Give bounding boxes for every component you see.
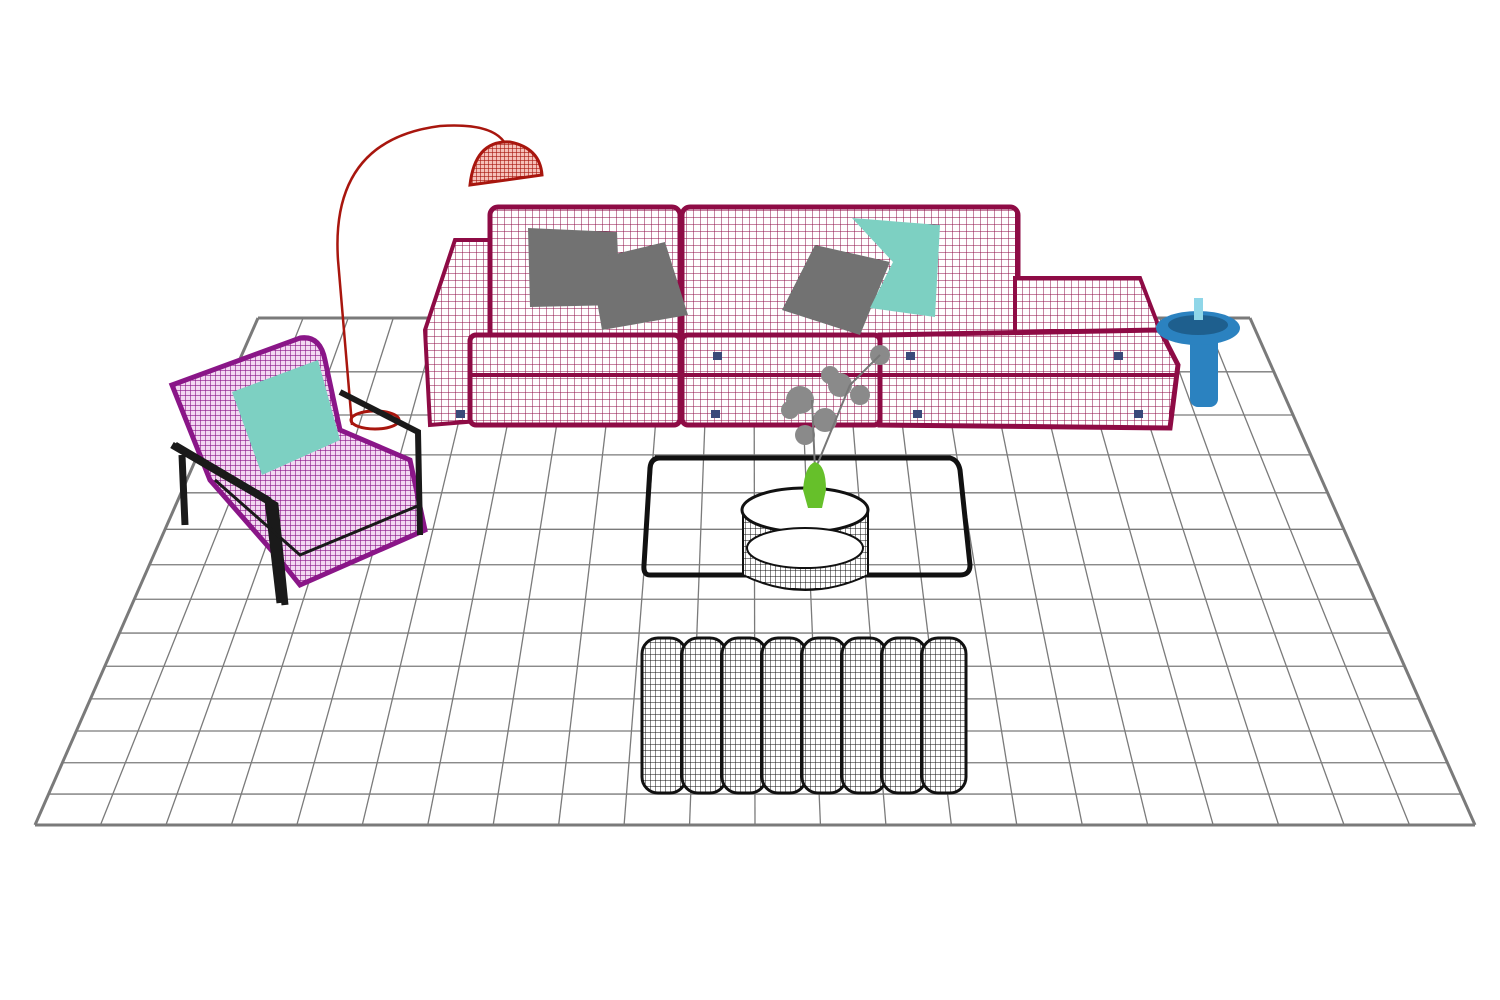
armchair [168,335,428,606]
floor-lamp [336,124,544,431]
rug-grid-col [296,317,439,826]
rug-grid-col [1159,317,1345,826]
side-table [1156,298,1240,407]
coffee-table [641,455,973,591]
ottoman-tuft-segment [800,636,848,795]
ottoman-tuft-segment [880,636,928,795]
ottoman-tuft-segment [920,636,968,795]
ottoman-tuft-segment [760,636,808,795]
rug-grid-col [1248,317,1477,826]
ottoman-tuft-segment [720,636,768,795]
ottoman-tuft-segment [640,636,688,795]
sofa-pillows [528,218,940,335]
vase-with-plant [781,345,890,508]
ottoman-tuft-segment [840,636,888,795]
tufted-ottoman [640,636,968,795]
ottoman-tuft-segment [680,636,728,795]
rug-grid-col [1204,317,1411,826]
